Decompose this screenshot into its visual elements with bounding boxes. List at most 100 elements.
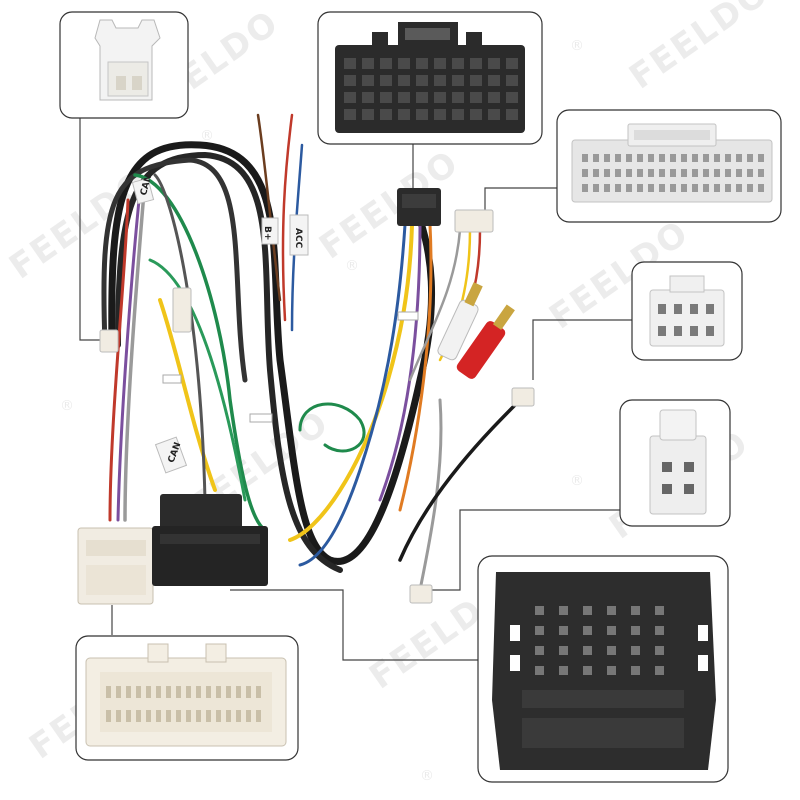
small-white-plug [409,584,433,604]
pin-cavity [615,169,621,177]
pin-cavity [626,154,632,162]
pin-cavity [559,606,568,615]
pin-cavity [196,686,201,698]
pin-cavity [604,184,610,192]
pin-cavity [703,154,709,162]
callout-right-middle-connector [631,261,743,361]
callout-top-center-iso-connector [317,11,543,145]
pin-cavity [674,326,682,336]
pin-cavity [380,58,392,69]
pin-cavity [126,686,131,698]
pin-cavity [488,109,500,120]
pin-cavity [631,646,640,655]
pin-cavity [736,184,742,192]
registered-mark: ® [345,258,359,274]
pin-cavity [582,154,588,162]
pin-cavity [655,646,664,655]
pin-cavity [206,686,211,698]
pin-cavity [136,686,141,698]
pin-cavity [747,154,753,162]
pin-cavity [136,710,141,722]
pin-cavity [362,75,374,86]
pin-cavity [690,304,698,314]
pin-cavity [604,154,610,162]
pin-cavity [344,58,356,69]
pin-cavity [626,169,632,177]
pin-cavity [559,666,568,675]
pin-cavity [535,626,544,635]
pin-cavity [106,686,111,698]
pin-cavity [714,154,720,162]
pin-cavity [637,184,643,192]
pin-cavity [535,666,544,675]
pin-cavity [615,184,621,192]
leader-line-right-middle [532,319,632,380]
pin-cavity [626,184,632,192]
pin-cavity [659,154,665,162]
callout-right-lower-connector [619,399,731,527]
pin-cavity [176,686,181,698]
pin-cavity [434,92,446,103]
pin-cavity [506,75,518,86]
pin-cavity [648,154,654,162]
pin-cavity [725,154,731,162]
leader-line-top-left [79,118,105,341]
pin-cavity [380,109,392,120]
pin-cavity [256,686,261,698]
pin-cavity [186,710,191,722]
pin-cavity [692,169,698,177]
pin-cavity [362,58,374,69]
pin-cavity [416,109,428,120]
cable-tie [162,374,182,384]
leader-lines [79,118,632,661]
pin-cavity [470,75,482,86]
pin-cavity [681,154,687,162]
pin-cavity [703,184,709,192]
acc-tag: ACC [293,228,303,249]
pin-cavity [344,75,356,86]
leader-line-bottom-right [230,589,478,661]
pin-cavity [670,154,676,162]
pin-cavity [434,109,446,120]
pin-cavity [488,92,500,103]
leader-line-right-lower [430,509,620,591]
pin-cavity [725,169,731,177]
pin-cavity [506,58,518,69]
pin-cavity [126,710,131,722]
pin-cavity [362,109,374,120]
pin-cavity [583,626,592,635]
callout-top-left-connector [59,11,189,119]
pin-cavity [736,154,742,162]
pin-cavity [582,184,588,192]
pin-cavity [206,710,211,722]
pin-cavity [615,154,621,162]
pin-cavity [506,109,518,120]
pin-cavity [655,666,664,675]
pin-cavity [670,169,676,177]
pin-cavity [758,154,764,162]
black-plug-top [160,494,242,530]
pin-cavity [593,154,599,162]
pin-cavity [706,326,714,336]
pin-cavity [398,58,410,69]
pin-cavity [452,58,464,69]
pin-cavity [692,184,698,192]
pin-cavity [607,606,616,615]
callout-bottom-left-connector [75,635,299,761]
pin-cavity [186,686,191,698]
pin-cavity [156,710,161,722]
pin-cavity [470,109,482,120]
wire-bundle [101,113,522,592]
watermark-text: FEELDO [622,0,776,97]
pin-cavity [398,75,410,86]
pin-cavity [246,686,251,698]
pin-cavity [434,75,446,86]
rca-white-plug [437,282,483,361]
pin-cavity [747,169,753,177]
pin-cavity [582,169,588,177]
pin-cavity [674,304,682,314]
pin-cavity [535,646,544,655]
pin-cavity [604,169,610,177]
pin-cavity [398,92,410,103]
